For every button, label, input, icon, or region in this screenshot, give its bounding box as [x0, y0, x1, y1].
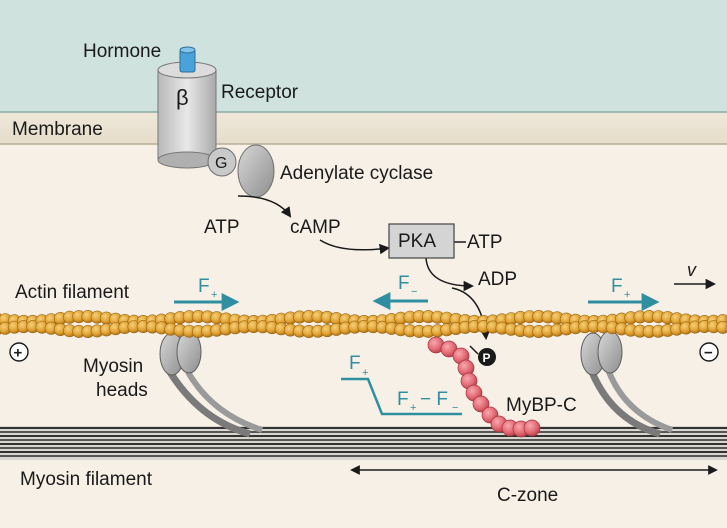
- force-step-graph: [341, 377, 462, 416]
- plus-end-label: +: [14, 345, 23, 362]
- receptor-label: Receptor: [221, 82, 299, 103]
- force-minus-label: F: [398, 273, 410, 294]
- adenylate-cyclase-shape: [237, 144, 275, 198]
- pka-box: [388, 223, 455, 259]
- adenylate-cyclase-label: Adenylate cyclase: [280, 163, 433, 184]
- czone-label: C-zone: [497, 485, 558, 506]
- graph-diff-sub1: +: [410, 402, 416, 414]
- plus-end-marker: [9, 342, 29, 362]
- graph-f-plus-sub: +: [362, 367, 368, 379]
- velocity-label: v: [687, 260, 697, 280]
- minus-end-label: −: [704, 345, 713, 362]
- graph-f-plus-label: F: [349, 353, 361, 374]
- actin-filament-label: Actin filament: [15, 282, 130, 303]
- membrane-band: [0, 112, 727, 144]
- phosphate-group: [469, 345, 496, 366]
- camp-to-pka-arrow: [319, 239, 391, 255]
- graph-diff-label-minus: − F: [420, 389, 448, 410]
- g-protein-shape: [207, 147, 237, 177]
- force-plus-right-sub: +: [624, 289, 630, 301]
- force-minus-sub: −: [411, 286, 417, 298]
- phosphate-label: P: [483, 351, 491, 365]
- myosin-filament-label: Myosin filament: [20, 469, 153, 490]
- extracellular-region: [0, 0, 727, 112]
- hormone-molecule: [179, 46, 196, 73]
- myosin-head-right: [580, 330, 673, 438]
- force-plus-left-label: F: [198, 276, 210, 297]
- beta-receptor: [157, 61, 217, 169]
- atp-to-adp-arrow: [425, 257, 475, 292]
- force-plus-right-label: F: [611, 276, 623, 297]
- myosin-heads-label-line2: heads: [96, 380, 148, 401]
- graph-diff-label-f1: F: [397, 389, 409, 410]
- atp-label-1: ATP: [204, 217, 240, 238]
- myosin-filament: [0, 426, 727, 460]
- minus-end-marker: [699, 342, 719, 362]
- membrane-label: Membrane: [12, 119, 103, 140]
- camp-label: cAMP: [290, 217, 341, 238]
- force-plus-left-sub: +: [211, 289, 217, 301]
- mybpc-protein: [427, 336, 541, 438]
- pka-label: PKA: [398, 231, 436, 252]
- atp-label-2: ATP: [467, 232, 503, 253]
- myosin-heads-label-line1: Myosin: [83, 356, 143, 377]
- mybpc-label: MyBP-C: [506, 395, 577, 416]
- graph-diff-sub2: −: [452, 402, 458, 414]
- beta-label: β: [176, 85, 189, 110]
- actin-filament: [0, 309, 727, 338]
- hormone-label: Hormone: [83, 41, 161, 62]
- g-protein-label: G: [215, 155, 227, 172]
- adp-label: ADP: [478, 269, 517, 290]
- atp-to-camp-arrow: [237, 195, 292, 218]
